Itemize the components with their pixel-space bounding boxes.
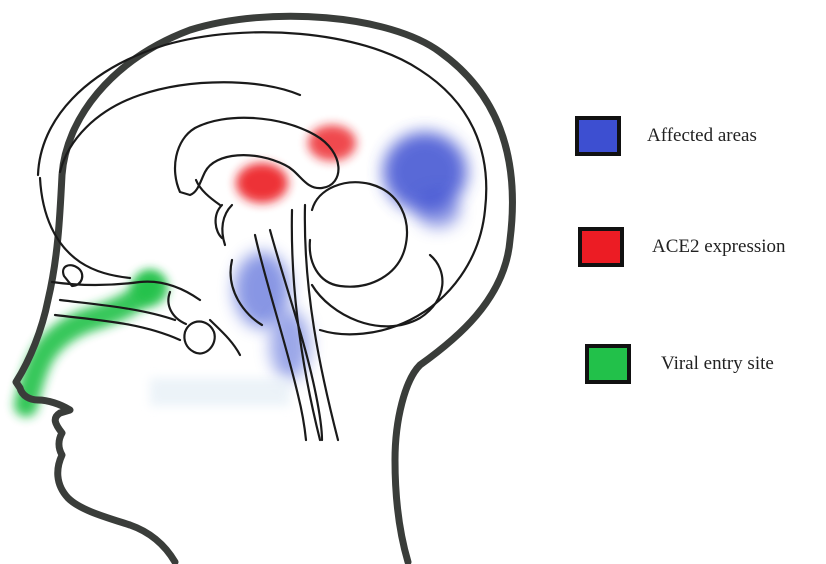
ace2-area-lower [236,163,288,203]
affected-area-occipital-lower [416,192,460,228]
viral-entry-site-swatch [585,344,631,384]
legend-item-ace2-expression: ACE2 expression [578,227,786,267]
head-sagittal-diagram [0,0,580,564]
legend-label: ACE2 expression [652,236,786,258]
ace2-expression-swatch [578,227,624,267]
cerebellum-lower-lobe [312,255,442,326]
thalamus-line [222,205,232,245]
turbinate-ring [184,322,214,354]
cerebellum-outline [310,182,407,286]
faint-palate-shading [150,378,290,406]
fornix [196,180,222,238]
ace2-area-upper [308,125,356,161]
legend-item-viral-entry-site: Viral entry site [585,344,774,384]
legend-label: Viral entry site [661,353,774,375]
legend-label: Affected areas [647,125,757,147]
legend-item-affected-areas: Affected areas [575,116,757,156]
viral-entry-olfactory [132,270,168,306]
affected-areas-swatch [575,116,621,156]
